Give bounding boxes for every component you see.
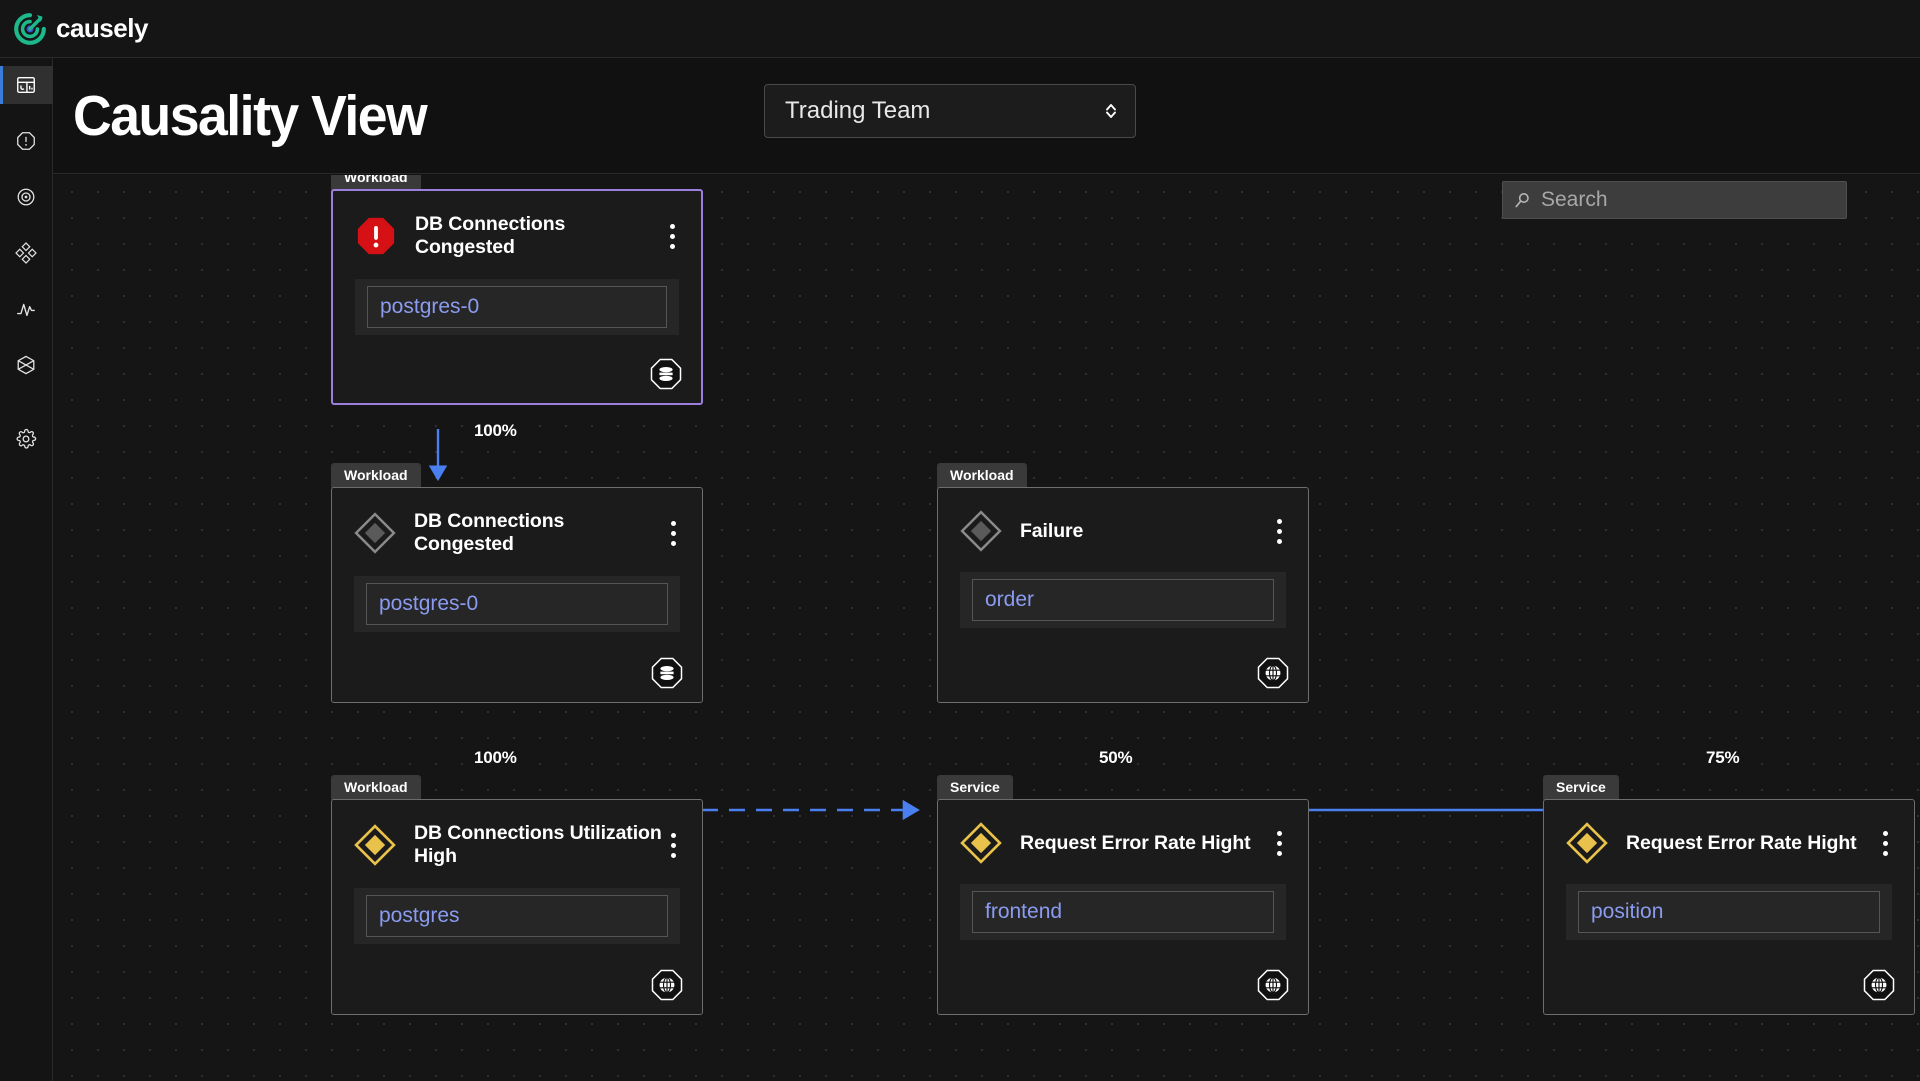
node-menu-button[interactable] — [1268, 830, 1290, 856]
search-box[interactable] — [1502, 181, 1847, 219]
node-tab-label: Workload — [331, 775, 421, 800]
database-octagon-icon — [651, 657, 683, 689]
red-alert-octagon-icon — [357, 217, 395, 255]
yellow-diamond-icon — [1566, 822, 1608, 864]
globe-octagon-icon — [1863, 969, 1895, 1001]
node-chip[interactable]: order — [972, 579, 1274, 621]
node-chip[interactable]: position — [1578, 891, 1880, 933]
node-chip-bar: order — [960, 572, 1286, 628]
node-chip-bar: postgres — [354, 888, 680, 944]
globe-octagon-icon — [651, 969, 683, 1001]
hexagon-split-icon — [17, 355, 35, 375]
node-body[interactable]: Request Error Rate Hight frontend — [937, 799, 1309, 1015]
sidebar-item-dashboard[interactable] — [0, 66, 53, 104]
node-card-db-connections-congested[interactable]: Workload DB Connections Congested postgr… — [331, 463, 703, 703]
node-body[interactable]: DB Connections Congested postgres-0 — [331, 189, 703, 405]
node-chip[interactable]: postgres-0 — [367, 286, 667, 328]
edge-label-n3-n6: 75% — [1701, 747, 1745, 769]
gray-diamond-icon — [354, 512, 396, 554]
top-bar: causely — [0, 0, 1920, 58]
graph-canvas[interactable]: 100% 100% 50% 75% Workload DB Connection… — [53, 175, 1920, 1081]
yellow-diamond-icon — [354, 824, 396, 866]
node-footer-icon-wrap[interactable] — [650, 968, 684, 1002]
globe-octagon-icon — [1257, 969, 1289, 1001]
sidebar-item-metrics[interactable] — [0, 290, 53, 328]
globe-octagon-icon — [1257, 657, 1289, 689]
bullseye-icon — [17, 188, 35, 206]
node-chip-bar: postgres-0 — [355, 279, 679, 335]
node-title: Failure — [1020, 519, 1084, 542]
sidebar-item-targets[interactable] — [0, 178, 53, 216]
gear-icon — [16, 428, 37, 449]
node-title: DB Connections Congested — [414, 510, 565, 555]
node-footer-icon-wrap[interactable] — [1256, 968, 1290, 1002]
database-octagon-icon — [650, 358, 682, 390]
node-tab-label: Workload — [937, 463, 1027, 488]
node-title: DB Connections Utilization High — [414, 822, 662, 867]
node-title: Request Error Rate Hight — [1626, 831, 1857, 854]
node-menu-button[interactable] — [1874, 830, 1896, 856]
diamond-cluster-icon — [15, 242, 37, 264]
node-menu-button[interactable] — [1268, 518, 1290, 544]
node-tab-label: Workload — [331, 463, 421, 488]
edge-label-n2-n4: 100% — [469, 747, 522, 769]
sidebar-item-settings[interactable] — [0, 420, 53, 458]
node-tab-label: Service — [937, 775, 1013, 800]
node-title: Request Error Rate Hight — [1020, 831, 1251, 854]
node-chip[interactable]: postgres-0 — [366, 583, 668, 625]
node-card-db-connections-congested-alert[interactable]: Workload DB Connections Congested postgr… — [331, 175, 703, 405]
dashboard-icon — [17, 76, 35, 94]
node-footer-icon-wrap[interactable] — [649, 357, 683, 391]
node-body[interactable]: Request Error Rate Hight position — [1543, 799, 1915, 1015]
node-body[interactable]: DB Connections Utilization High postgres — [331, 799, 703, 1015]
node-chip-bar: position — [1566, 884, 1892, 940]
page-title: Causality View — [73, 83, 428, 148]
node-card-db-connections-utilization-high[interactable]: Workload DB Connections Utilization High… — [331, 775, 703, 1015]
node-body[interactable]: DB Connections Congested postgres-0 — [331, 487, 703, 703]
node-card-request-error-rate-frontend[interactable]: Service Request Error Rate Hight fronten… — [937, 775, 1309, 1015]
alert-octagon-icon — [17, 132, 35, 150]
search-icon — [1515, 192, 1529, 207]
node-footer-icon-wrap[interactable] — [1256, 656, 1290, 690]
gray-diamond-icon — [960, 510, 1002, 552]
node-tab-label: Service — [1543, 775, 1619, 800]
node-chip-bar: postgres-0 — [354, 576, 680, 632]
page-header: Causality View Trading Team — [53, 58, 1920, 174]
team-selector[interactable]: Trading Team — [764, 84, 1136, 138]
node-tab-label: Workload — [331, 175, 421, 190]
sidebar-item-topology[interactable] — [0, 234, 53, 272]
node-footer-icon-wrap[interactable] — [1862, 968, 1896, 1002]
sidebar-item-entities[interactable] — [0, 346, 53, 384]
node-chip-bar: frontend — [960, 884, 1286, 940]
chevron-up-down-icon — [1106, 104, 1116, 118]
node-menu-button[interactable] — [661, 223, 683, 249]
left-nav-rail — [0, 58, 53, 1081]
team-selector-value: Trading Team — [785, 97, 931, 124]
node-title: DB Connections Congested — [415, 213, 566, 258]
search-input[interactable] — [1541, 188, 1836, 212]
edge-label-n1-n2: 100% — [469, 420, 522, 442]
node-chip[interactable]: frontend — [972, 891, 1274, 933]
node-menu-button[interactable] — [662, 520, 684, 546]
activity-wave-icon — [17, 303, 35, 317]
node-chip[interactable]: postgres — [366, 895, 668, 937]
edge-label-n3-n5: 50% — [1094, 747, 1138, 769]
logo-text: causely — [56, 13, 148, 43]
node-menu-button[interactable] — [662, 832, 684, 858]
node-body[interactable]: Failure order — [937, 487, 1309, 703]
app-logo[interactable]: causely — [13, 12, 148, 46]
yellow-diamond-icon — [960, 822, 1002, 864]
node-card-request-error-rate-position[interactable]: Service Request Error Rate Hight positio… — [1543, 775, 1915, 1015]
node-card-failure[interactable]: Workload Failure order — [937, 463, 1309, 703]
sidebar-item-alerts[interactable] — [0, 122, 53, 160]
node-footer-icon-wrap[interactable] — [650, 656, 684, 690]
causely-logo-icon — [14, 12, 46, 45]
